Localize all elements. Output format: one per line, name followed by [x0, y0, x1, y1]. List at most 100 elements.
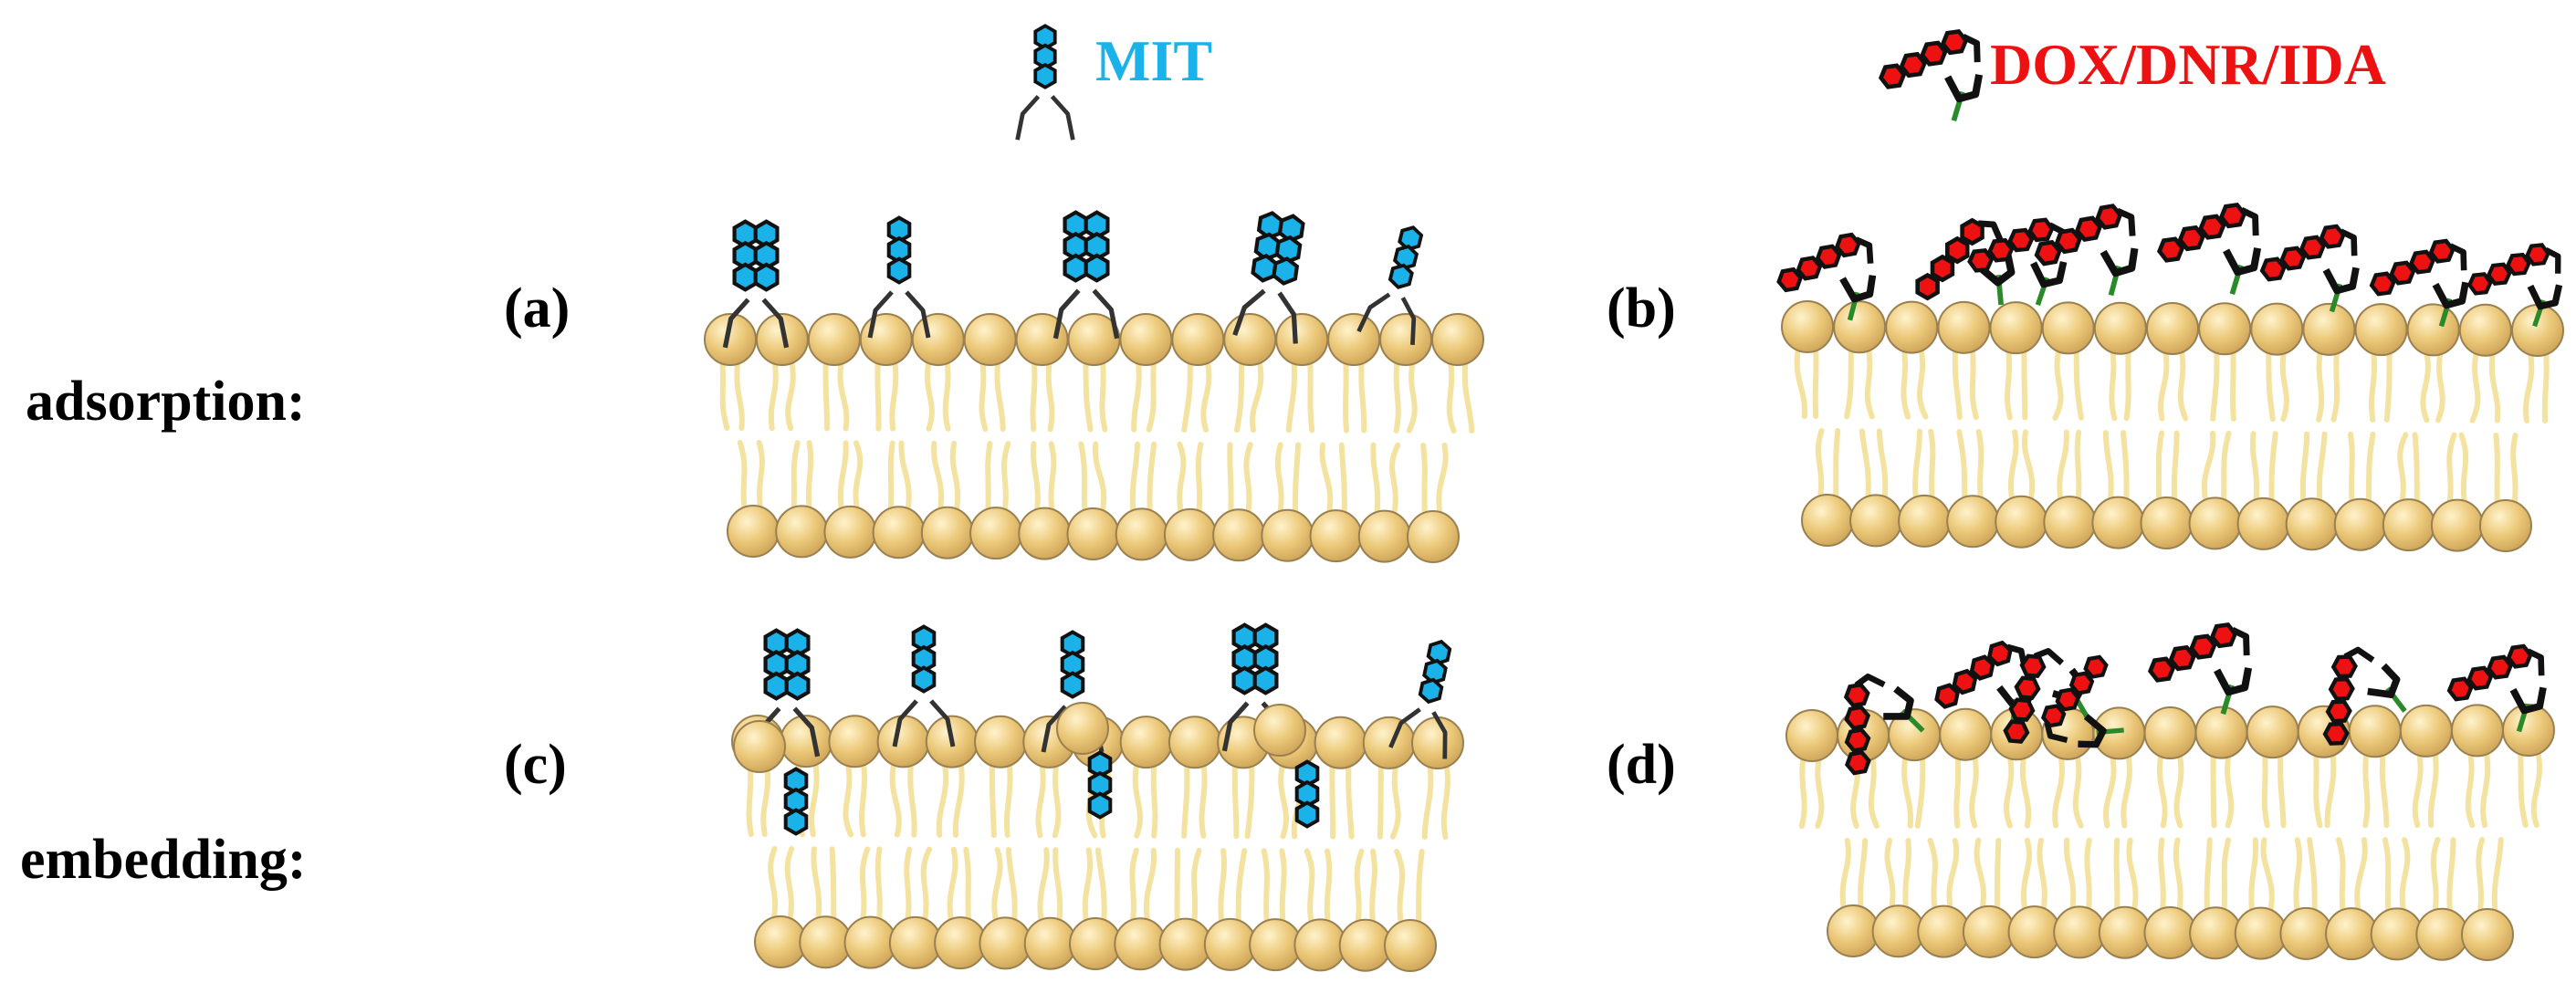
dox-molecule — [2466, 243, 2563, 328]
dox-ring — [2279, 246, 2307, 271]
lipid-tail — [1131, 353, 1142, 433]
lipid-head — [2146, 302, 2199, 355]
dox-ring — [2034, 239, 2062, 267]
lipid-tail — [1278, 756, 1289, 840]
dox-side-group — [2044, 721, 2068, 743]
lipid-tail — [1003, 755, 1013, 839]
lipid-tail — [2365, 431, 2376, 511]
lipid-tail — [2399, 837, 2411, 921]
lipid-head — [2189, 906, 2243, 960]
lipid-tail — [1132, 756, 1143, 839]
mit-ring — [1063, 253, 1089, 283]
mit-molecule — [1388, 639, 1452, 759]
lipid-tail — [2445, 432, 2457, 512]
dox-molecule — [1878, 28, 1984, 122]
lipid-tail — [1369, 848, 1377, 932]
lipid-tail — [1812, 340, 1819, 419]
lipid-tail — [1354, 848, 1365, 932]
lipid-head — [2053, 905, 2107, 959]
dox-sugar-ring — [2432, 281, 2469, 309]
lipid-head — [2194, 706, 2248, 759]
lipid-tail — [1953, 747, 1962, 829]
dox-ring — [2319, 224, 2346, 249]
dox-ring — [1878, 63, 1907, 89]
lipid-head — [1338, 918, 1392, 972]
lipid-head — [1249, 918, 1303, 972]
lipid-tail — [1083, 353, 1094, 433]
dox-ring — [1940, 28, 1969, 56]
dox-molecule — [2034, 204, 2139, 297]
lipid-head — [1785, 709, 1838, 762]
lipid-tail — [1200, 353, 1212, 433]
row-label-adsorption: adsorption: — [26, 371, 306, 433]
lipid-tail — [791, 440, 801, 518]
dox-molecule — [2147, 622, 2253, 716]
lipid-tail — [1143, 847, 1157, 931]
lipid-head — [2098, 905, 2152, 959]
lipid-tail — [887, 440, 895, 519]
lipid-tail — [2007, 429, 2019, 508]
lipid-head — [1431, 313, 1484, 366]
mit-ring — [784, 671, 811, 701]
lipid-tail — [2268, 431, 2278, 510]
lipid-tail — [1876, 428, 1889, 507]
dox-sugar-ring — [2367, 663, 2401, 698]
dox-sugar-ring — [2509, 686, 2547, 715]
dox-ring — [1899, 51, 1927, 78]
lipid-tail — [2316, 342, 2325, 423]
lipid-head — [1223, 313, 1277, 366]
lipid-tail — [1901, 340, 1911, 420]
legend-mit-label: MIT — [1095, 28, 1212, 93]
lipid-tail — [1099, 353, 1108, 433]
lipid-tail — [805, 440, 814, 518]
lipid-tail — [1037, 847, 1050, 930]
lipid-head — [1995, 495, 2048, 549]
lipid-tail — [811, 846, 822, 929]
dox-molecule-icon — [1878, 28, 1984, 122]
lipid-tail — [947, 846, 958, 930]
lipid-tail — [1864, 340, 1875, 420]
lipid-tail — [2324, 745, 2337, 829]
lipid-head — [2143, 706, 2197, 759]
lipid-head — [2198, 302, 2252, 356]
lipid-tail — [1052, 847, 1063, 930]
dox-ring — [2486, 262, 2512, 286]
lipid-head — [1309, 509, 1363, 563]
lipid-head — [920, 506, 974, 559]
lipid-heads — [704, 313, 1484, 563]
mit-side-chain — [1232, 288, 1266, 337]
lipid-head — [1937, 300, 1991, 354]
lipid-tail — [2173, 747, 2184, 829]
lipid-head — [2458, 303, 2512, 357]
mit-side-chain — [1221, 701, 1250, 752]
dox-ring — [2156, 236, 2185, 263]
lipid-tail — [1969, 340, 1979, 421]
lipid-head — [1253, 704, 1306, 757]
lipid-tail — [1839, 838, 1851, 917]
lipid-tail — [1346, 756, 1355, 840]
lipid-tail — [1901, 748, 1914, 829]
lipid-tail — [2312, 745, 2323, 829]
lipid-tail — [2204, 837, 2213, 920]
lipid-tail — [2488, 343, 2501, 423]
dox-ring — [1952, 668, 1978, 695]
mit-ring — [911, 665, 937, 694]
panel-a-mit-adsorption — [704, 210, 1484, 563]
dox-side-group — [1978, 220, 2005, 244]
lipid-head — [1781, 300, 1834, 353]
lipid-tail — [2120, 747, 2132, 829]
mit-side-chain — [1052, 288, 1081, 340]
lipid-head — [2370, 907, 2424, 961]
lipid-tail — [2249, 431, 2260, 510]
lipid-tail — [1234, 353, 1245, 434]
lipid-tail — [2004, 747, 2015, 829]
lipid-tail — [1927, 837, 1939, 918]
mit-molecule — [1087, 750, 1113, 820]
mit-molecule — [1232, 211, 1305, 344]
lipid-head — [807, 313, 861, 366]
lipid-head — [2354, 303, 2408, 357]
mit-ring — [1087, 791, 1113, 820]
lipid-tail — [2299, 431, 2310, 511]
panel-label-b: (b) — [1607, 277, 1676, 340]
lipid-tail — [2420, 343, 2431, 423]
